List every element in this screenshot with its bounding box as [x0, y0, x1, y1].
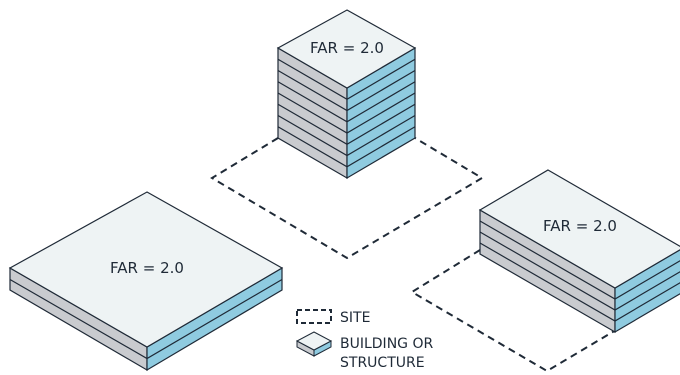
tower-floor-line [277, 103, 416, 145]
far-label-wide: FAR = 2.0 [110, 259, 184, 277]
far-label-tower: FAR = 2.0 [310, 39, 384, 57]
legend-site-label: SITE [340, 310, 370, 326]
medium-floor-line [479, 231, 680, 311]
medium-roof [478, 169, 680, 289]
site-outline-tower [210, 137, 484, 260]
legend: SITE BUILDING OR STRUCTURE [295, 309, 433, 371]
medium-floor-line [479, 220, 680, 300]
building-tower: FAR = 2.0 [276, 9, 417, 180]
wide-roof [8, 191, 284, 348]
medium-floor-line [479, 242, 680, 322]
medium-floor-lines [479, 220, 680, 322]
wide-floor-lines [9, 278, 283, 360]
tower-floor-line [277, 69, 416, 112]
wide-floor-line [9, 278, 283, 360]
building-medium: FAR = 2.0 [478, 169, 680, 334]
legend-site-swatch [296, 309, 332, 324]
tower-floor-line [277, 114, 416, 157]
tower-roof [276, 9, 417, 89]
building-wide: FAR = 2.0 [8, 191, 284, 372]
tower-floor-line [277, 81, 416, 123]
tower-floor-line [277, 126, 416, 168]
tower-floor-line [277, 92, 416, 134]
legend-building-label-line1: BUILDING OR [340, 336, 433, 352]
legend-building-label-line2: STRUCTURE [340, 355, 425, 371]
far-label-medium: FAR = 2.0 [543, 217, 617, 235]
tower-floor-line [277, 58, 416, 100]
legend-building-swatch [295, 331, 333, 357]
tower-floor-lines [277, 58, 416, 168]
